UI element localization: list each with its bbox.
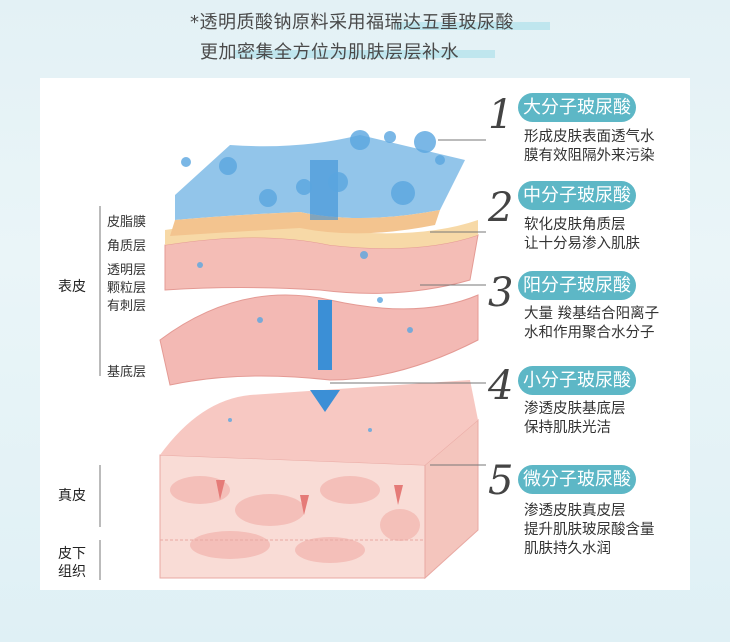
item-number: 1: [488, 92, 514, 138]
item-number: 2: [488, 185, 514, 231]
label-subcutis-1: 皮下: [58, 546, 86, 562]
item-desc: 形成皮肤表面透气水膜有效阻隔外来污染: [524, 129, 655, 164]
item-desc: 软化皮肤角质层让十分易渗入肌肤: [524, 217, 640, 252]
item-title: 阳分子玻尿酸: [518, 271, 636, 300]
highlight: [395, 22, 550, 30]
item-number: 5: [488, 458, 514, 504]
label-subcutis-2: 组织: [58, 564, 86, 580]
label-dermis: 真皮: [58, 488, 86, 504]
item-desc: 渗透皮肤真皮层提升肌肤玻尿酸含量肌肤持久水润: [524, 503, 655, 557]
item-number: 4: [488, 363, 514, 409]
item-title: 大分子玻尿酸: [518, 93, 636, 122]
label-corneum: 角质层: [107, 239, 147, 254]
label-granulosum: 颗粒层: [107, 281, 147, 296]
item-title: 小分子玻尿酸: [518, 366, 636, 395]
header-line-2: 更加密集全方位为肌肤层层补水: [200, 42, 459, 63]
item-title: 微分子玻尿酸: [518, 465, 636, 494]
header-line-1: *透明质酸钠原料采用福瑞达五重玻尿酸: [190, 12, 514, 33]
item-desc: 大量 羧基结合阳离子水和作用聚合水分子: [524, 306, 660, 341]
label-sebum: 皮脂膜: [107, 215, 147, 230]
item-desc: 渗透皮肤基底层保持肌肤光洁: [524, 401, 626, 436]
label-basal: 基底层: [107, 365, 147, 380]
label-lucidum: 透明层: [107, 263, 147, 278]
item-number: 3: [488, 270, 514, 316]
label-epidermis: 表皮: [58, 279, 86, 295]
highlight: [235, 50, 495, 58]
label-spinosum: 有刺层: [107, 299, 147, 314]
item-title: 中分子玻尿酸: [518, 181, 636, 210]
